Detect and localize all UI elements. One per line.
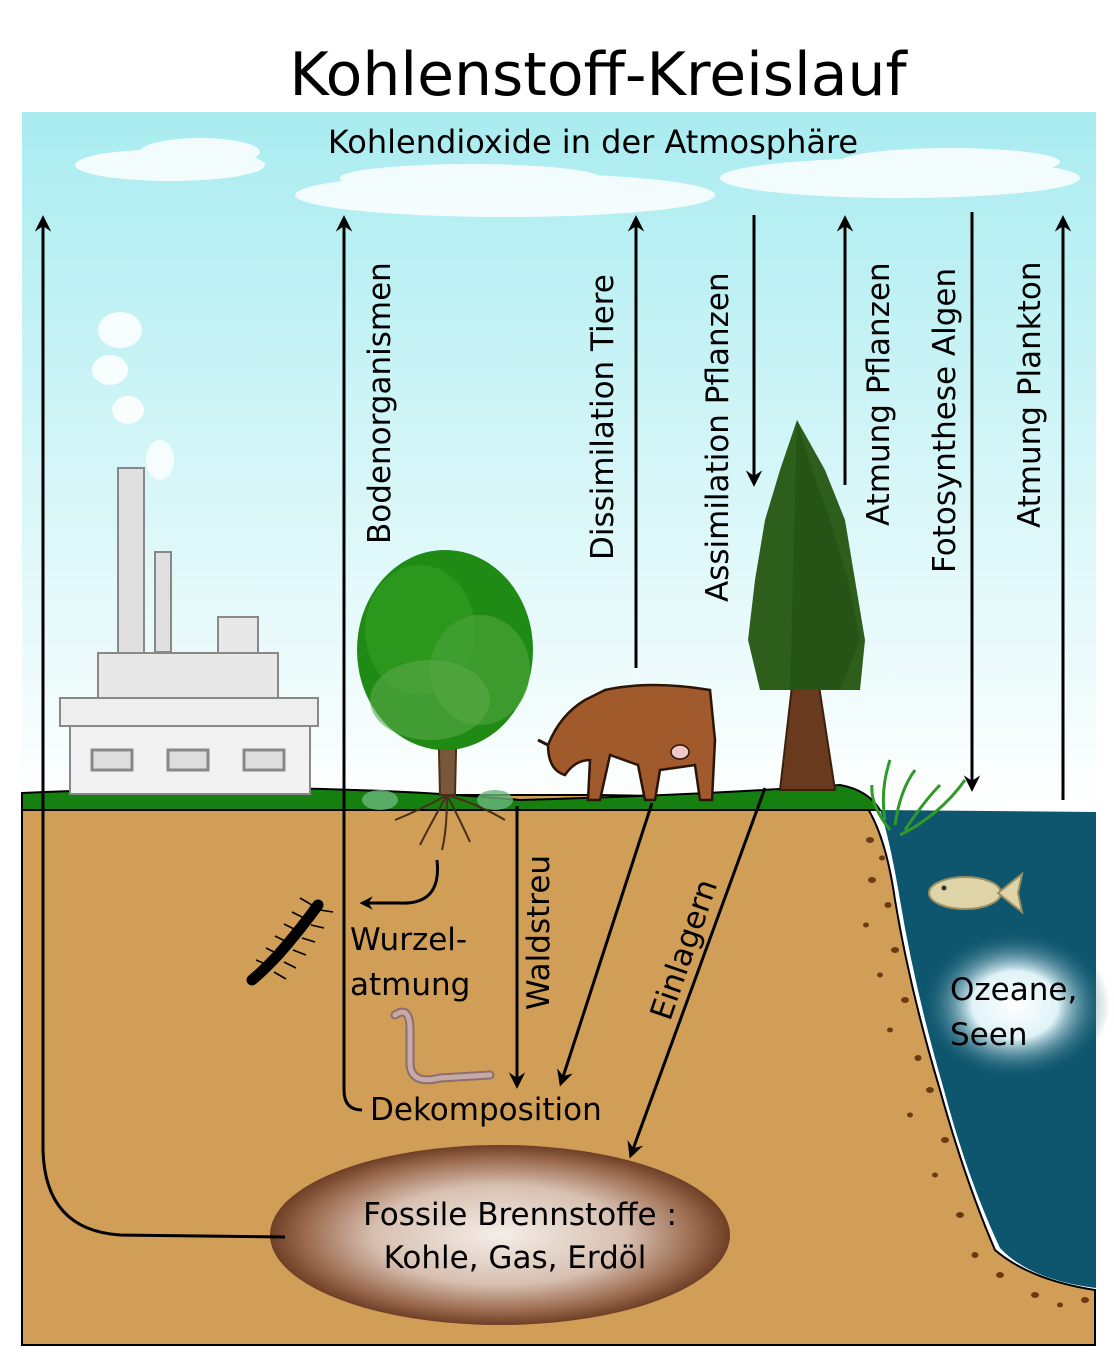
label-fossil-line1: Fossile Brennstoffe : bbox=[363, 1197, 677, 1233]
label-atmung-plankton: Atmung Plankton bbox=[1012, 261, 1048, 528]
label-bodenorganismen: Bodenorganismen bbox=[362, 262, 398, 544]
arrow-grass-decomposition bbox=[557, 802, 654, 1087]
arrow-bodenorganismen bbox=[335, 215, 363, 1112]
label-fotosynthese-algen: Fotosynthese Algen bbox=[927, 268, 963, 573]
fish-icon bbox=[928, 871, 1024, 915]
cycle-arrows bbox=[34, 212, 1072, 1239]
fossil-fuel-deposit bbox=[270, 1145, 730, 1325]
label-wurzelatmung-line1: Wurzel- bbox=[350, 922, 467, 958]
factory-icon bbox=[59, 312, 319, 795]
label-waldstreu: Waldstreu bbox=[521, 855, 557, 1010]
deciduous-tree-icon bbox=[357, 550, 533, 851]
millipede-icon bbox=[246, 897, 334, 986]
shore-pebbles bbox=[863, 837, 1089, 1308]
atmosphere-label: Kohlendioxide in der Atmosphäre bbox=[328, 123, 858, 161]
diagram-title: Kohlenstoff-Kreislauf bbox=[289, 40, 908, 110]
label-fossil-line2: Kohle, Gas, Erdöl bbox=[384, 1240, 647, 1276]
arrow-wurzelatmung bbox=[359, 859, 440, 910]
arrow-fossil-combustion bbox=[34, 215, 286, 1239]
label-assimilation-pflanzen: Assimilation Pflanzen bbox=[700, 272, 736, 602]
label-atmung-pflanzen: Atmung Pflanzen bbox=[861, 262, 897, 526]
label-ozeane-line2: Seen bbox=[950, 1017, 1027, 1053]
seagrass-icon bbox=[870, 759, 967, 837]
conifer-tree-icon bbox=[748, 420, 865, 791]
cow-icon bbox=[537, 683, 717, 802]
label-wurzelatmung-line2: atmung bbox=[350, 967, 470, 1003]
label-dissimilation-tiere: Dissimilation Tiere bbox=[585, 274, 621, 560]
arrow-einlagern bbox=[627, 787, 767, 1159]
ocean-glow bbox=[920, 930, 1110, 1080]
label-dekomposition: Dekomposition bbox=[370, 1092, 602, 1128]
clouds bbox=[75, 138, 1080, 217]
label-ozeane-line1: Ozeane, bbox=[950, 972, 1077, 1008]
